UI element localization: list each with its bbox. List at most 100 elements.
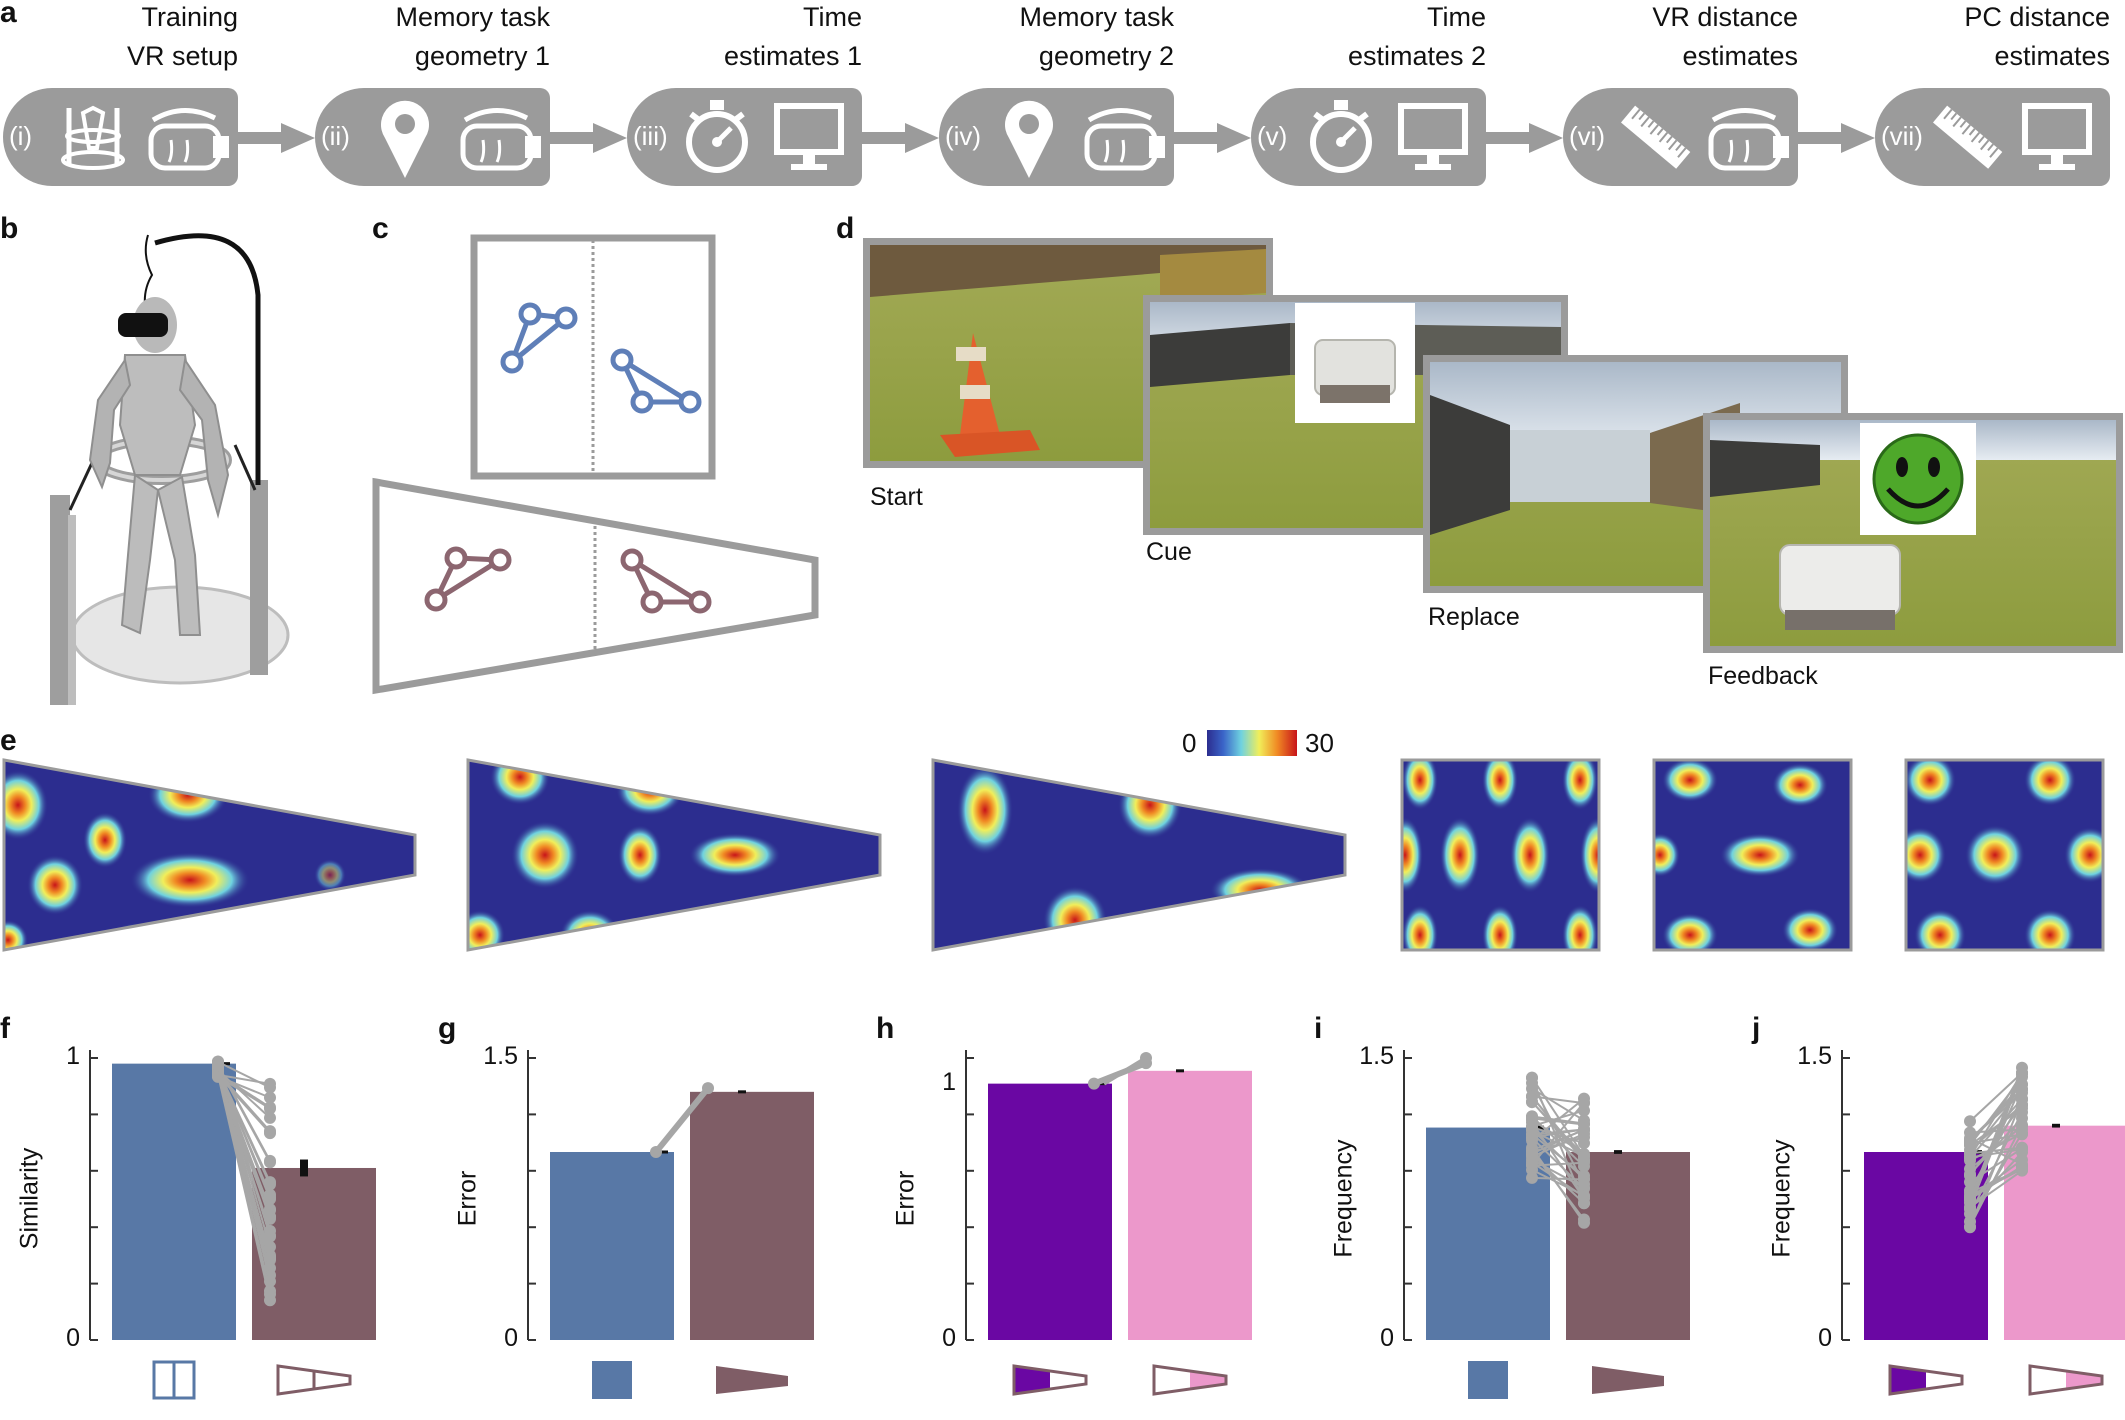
- step-title-line1: Time: [1427, 2, 1486, 32]
- square-filled-icon: [1468, 1361, 1508, 1399]
- subject-line: [1531, 1077, 1585, 1157]
- step-icons: [1310, 100, 1468, 173]
- y-tick-zero: 0: [66, 1324, 80, 1352]
- step-number: (v): [1257, 121, 1288, 151]
- trapezoid-arena: [372, 477, 819, 695]
- step-title-line1: VR distance: [1652, 2, 1798, 32]
- error-bar: [1536, 1125, 1544, 1130]
- y-tick-max: 1: [66, 1042, 80, 1070]
- step-icons: [1620, 105, 1789, 171]
- bar-2: [1128, 1070, 1252, 1340]
- subject-line: [217, 1065, 271, 1163]
- triangle-blue-right: [610, 348, 702, 414]
- step-pill-5: (v): [1251, 88, 1486, 186]
- screen-label-replace: Replace: [1428, 603, 1520, 631]
- panel-letter-e: e: [0, 724, 17, 757]
- subject-line: [1969, 1067, 2023, 1200]
- ratemap-trapezoid-3: [933, 760, 1345, 950]
- step-pill-6: (vi): [1563, 88, 1798, 186]
- map-pin-icon: [1005, 100, 1053, 178]
- step-title-line1: PC distance: [1964, 2, 2110, 32]
- step-arrow: [1483, 123, 1563, 153]
- step-title-line1: Time: [803, 2, 862, 32]
- panel-letter-h: h: [876, 1012, 895, 1045]
- subject-line: [217, 1069, 271, 1119]
- y-tick-max: 1.5: [1359, 1042, 1394, 1070]
- step-icons: [686, 100, 844, 173]
- step-title-line2: estimates 2: [1347, 41, 1486, 71]
- subject-line: [1531, 1117, 1585, 1126]
- step-title-line2: estimates: [1682, 41, 1798, 71]
- bar-1: [112, 1063, 236, 1340]
- subject-line: [1969, 1169, 2023, 1208]
- subject-line: [1969, 1132, 2023, 1223]
- subject-line: [1531, 1115, 1585, 1125]
- step-pill-2: (ii): [315, 88, 550, 186]
- step-arrow: [1795, 123, 1875, 153]
- vr-headset-icon: [148, 107, 229, 171]
- arena-geometries: [372, 234, 819, 695]
- subject-line: [1969, 1148, 2023, 1159]
- step-pill-4: (iv): [939, 88, 1174, 186]
- ratemap-trapezoid-2: [468, 760, 880, 950]
- panel-letter-a: a: [0, 0, 17, 29]
- subject-line: [217, 1074, 271, 1301]
- ruler-icon: [1620, 105, 1691, 169]
- subject-line: [1969, 1083, 2023, 1201]
- y-tick-zero: 0: [942, 1324, 956, 1352]
- monitor-icon: [2022, 103, 2092, 170]
- error-bar: [2052, 1123, 2060, 1128]
- screen-label-start: Start: [870, 483, 923, 511]
- subject-line: [1531, 1128, 1585, 1139]
- step-number: (iii): [633, 121, 668, 151]
- trapezoid-wide-end-icon: [1888, 1364, 1964, 1396]
- trapezoid-filled-icon: [1592, 1366, 1664, 1394]
- subject-line: [1531, 1161, 1585, 1167]
- subject-line: [1969, 1125, 2023, 1170]
- vr-headset-icon: [460, 107, 541, 171]
- bar-chart-f: [89, 1050, 376, 1400]
- panel-letter-c: c: [372, 212, 389, 245]
- trapezoid-filled-icon: [716, 1366, 788, 1394]
- panel-letter-g: g: [438, 1012, 457, 1045]
- subject-line: [1531, 1161, 1585, 1198]
- step-icons: [381, 100, 541, 178]
- trial-screens: [863, 238, 2123, 653]
- error-bar: [738, 1090, 746, 1094]
- step-number: (vii): [1881, 121, 1923, 151]
- step-title-line1: Memory task: [1019, 2, 1174, 32]
- colorbar: [1207, 730, 1297, 756]
- error-bar: [300, 1159, 308, 1177]
- step-title-line1: Memory task: [395, 2, 550, 32]
- subject-line: [1531, 1136, 1585, 1153]
- monitor-icon: [774, 103, 844, 170]
- square-arena: [470, 234, 716, 480]
- vr-rig-illustration: [50, 233, 290, 705]
- triangle-blue-left: [500, 302, 578, 374]
- subject-line: [1969, 1072, 2023, 1122]
- bar-1: [550, 1152, 674, 1340]
- y-tick-max: 1.5: [1797, 1042, 1832, 1070]
- square-filled-icon: [592, 1361, 632, 1399]
- screen-label-feedback: Feedback: [1708, 662, 1818, 690]
- colorbar-min-label: 0: [1182, 728, 1197, 758]
- monitor-icon: [1398, 103, 1468, 170]
- vr-rig-icon: [61, 105, 125, 170]
- smiley-icon: [1872, 433, 1964, 525]
- panel-letter-j: j: [1752, 1012, 1761, 1045]
- step-icons: [1005, 100, 1165, 178]
- subject-line: [1969, 1072, 2023, 1158]
- ratemap-trapezoid-1: [4, 760, 415, 950]
- step-number: (i): [9, 121, 33, 151]
- subject-line: [1531, 1115, 1585, 1168]
- y-tick-zero: 0: [1380, 1324, 1394, 1352]
- step-number: (iv): [945, 121, 982, 151]
- square-split-icon: [152, 1360, 196, 1400]
- vr-headset-icon: [1084, 107, 1165, 171]
- panel-letter-b: b: [0, 212, 19, 245]
- triangle-mauve-left: [424, 546, 512, 612]
